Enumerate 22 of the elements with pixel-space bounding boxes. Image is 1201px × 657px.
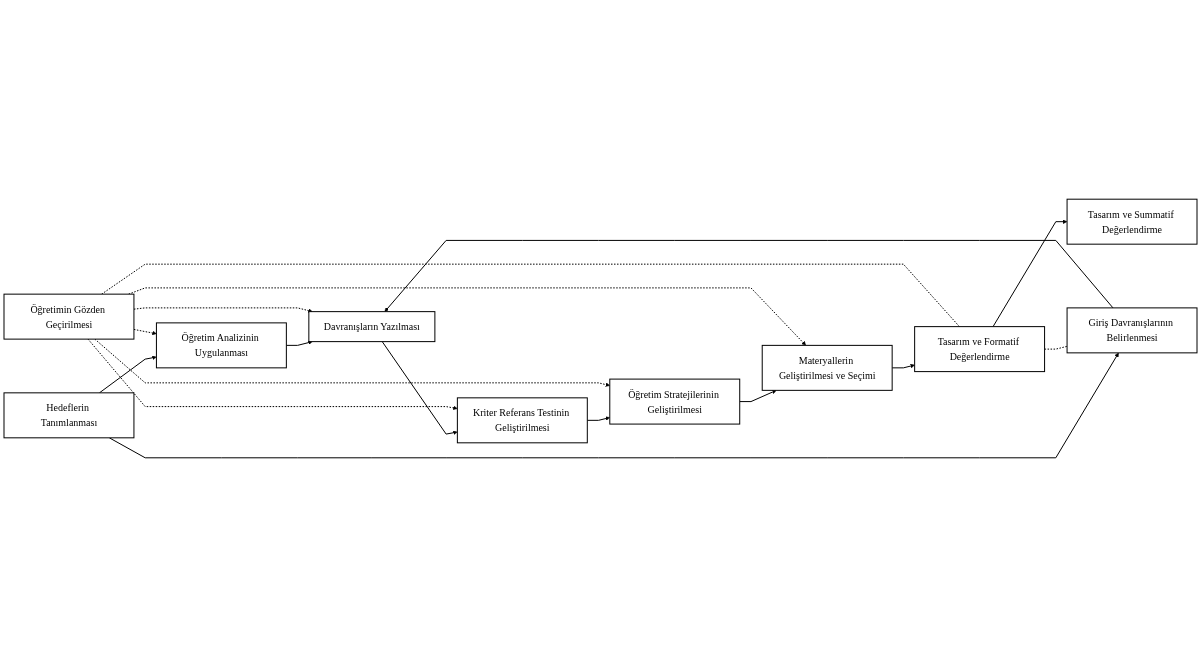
arrow	[891, 363, 915, 369]
connector	[1044, 345, 1068, 350]
node-box: Öğretim Stratejilerinin Geliştirilmesi	[609, 378, 741, 425]
node-box: Kriter Referans Testinin Geliştirilmesi	[456, 397, 588, 444]
node-box: Tasarım ve Formatif Değerlendirme	[914, 326, 1046, 373]
arrow	[285, 340, 313, 346]
arrow	[108, 352, 1119, 459]
node-box: Giriş Davranışlarının Belirlenmesi	[1066, 307, 1198, 354]
arrow	[739, 389, 777, 403]
node-box: Hedeflerin Tanımlanması	[3, 392, 135, 439]
arrow	[586, 416, 610, 421]
node-box: Tasarım ve Summatif Değerlendirme	[1066, 198, 1198, 245]
node-box: Öğretimin Gözden Geçirilmesi	[3, 293, 135, 340]
arrow	[384, 239, 1114, 312]
node-box: Materyallerin Geliştirilmesi ve Seçimi	[761, 344, 893, 391]
arrow	[94, 338, 610, 387]
arrow	[381, 341, 458, 435]
node-box: Davranışların Yazılması	[308, 311, 436, 343]
arrow	[98, 355, 157, 394]
arrow	[87, 338, 458, 411]
node-box: Öğretim Analizinin Uygulanması	[155, 322, 287, 369]
arrow	[992, 219, 1068, 328]
